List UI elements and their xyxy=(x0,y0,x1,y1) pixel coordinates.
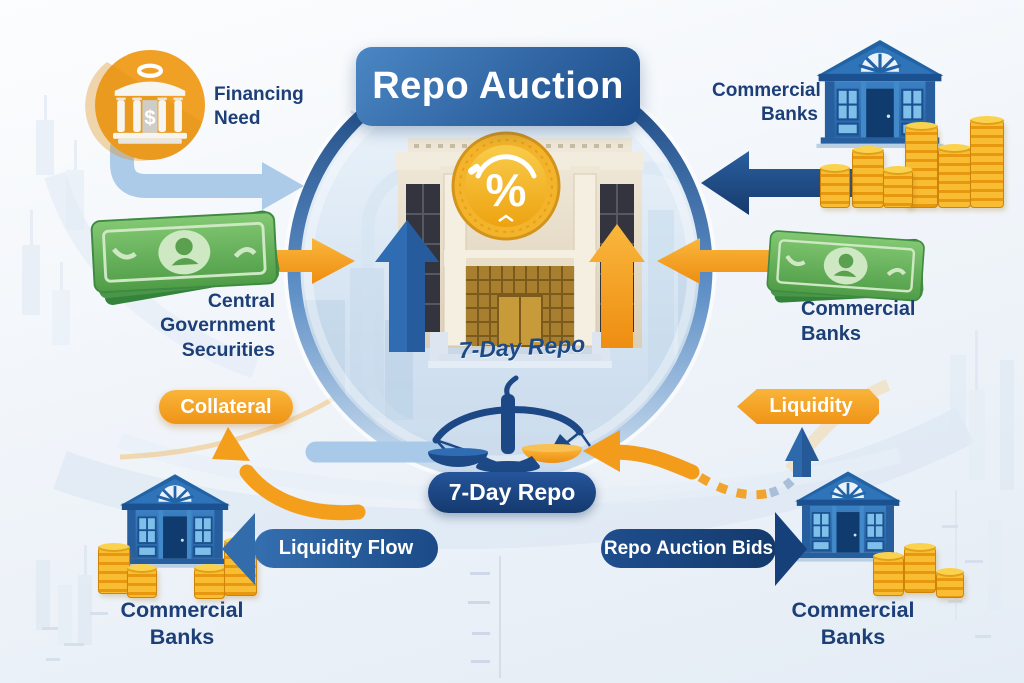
dollar-glyph: $ xyxy=(144,107,155,129)
repo-rate-arrow xyxy=(583,430,700,480)
coin-stack-icon xyxy=(873,552,904,596)
balance-scale-icon xyxy=(428,375,592,473)
coin-stack-icon xyxy=(936,568,964,598)
coin-stack-icon xyxy=(904,543,936,593)
left-securities-label: Central Government Securities xyxy=(160,290,275,361)
repo-term-pill: 7-Day Repo xyxy=(428,472,596,513)
liquidity-flow-banner: Liquidity Flow xyxy=(254,529,438,568)
securities-arrow-right xyxy=(657,238,790,284)
orange-up-arrow xyxy=(589,224,645,348)
coin-stack-icon xyxy=(98,543,130,594)
bottom-right-bank-label: Commercial Banks xyxy=(791,598,915,649)
blue-up-arrow xyxy=(375,220,439,352)
commercial-banks-funds-arrow xyxy=(701,151,900,215)
collateral-flow-arrow xyxy=(212,427,366,521)
coin-stack-icon xyxy=(970,116,1004,208)
collateral-pill: Collateral xyxy=(159,390,293,424)
candlestick-decor-right xyxy=(942,330,1014,638)
candlestick-decor-left xyxy=(22,95,84,345)
repo-auction-bids-banner: Repo Auction Bids xyxy=(601,529,776,568)
diagram-title: Repo Auction xyxy=(356,47,640,126)
financing-need-label: Financing Need xyxy=(214,84,304,129)
percent-coin-icon: % xyxy=(451,131,561,241)
right-banks-label: Commercial Banks xyxy=(801,298,916,345)
coin-stack-icon xyxy=(852,146,884,208)
liquidity-pill: Liquidity xyxy=(737,389,879,424)
coin-stack-icon xyxy=(938,144,971,208)
percent-glyph: % xyxy=(486,164,527,216)
coin-stack-icon xyxy=(820,164,850,208)
liquidity-up-arrow xyxy=(785,427,819,477)
coin-stack-icon xyxy=(127,564,157,598)
bank-dollar-icon: $ xyxy=(85,50,205,161)
axis-decor-bottom-center xyxy=(468,556,501,678)
candlestick-decor-bottom-left xyxy=(36,545,108,661)
bottom-left-bank-label: Commercial Banks xyxy=(120,598,244,649)
securities-arrow-left xyxy=(250,238,355,284)
coin-stack-icon xyxy=(883,166,913,208)
coin-stack-icon xyxy=(194,564,225,599)
top-right-bank-label: Commercial Banks xyxy=(712,80,821,125)
financing-need-arrow xyxy=(110,136,304,210)
